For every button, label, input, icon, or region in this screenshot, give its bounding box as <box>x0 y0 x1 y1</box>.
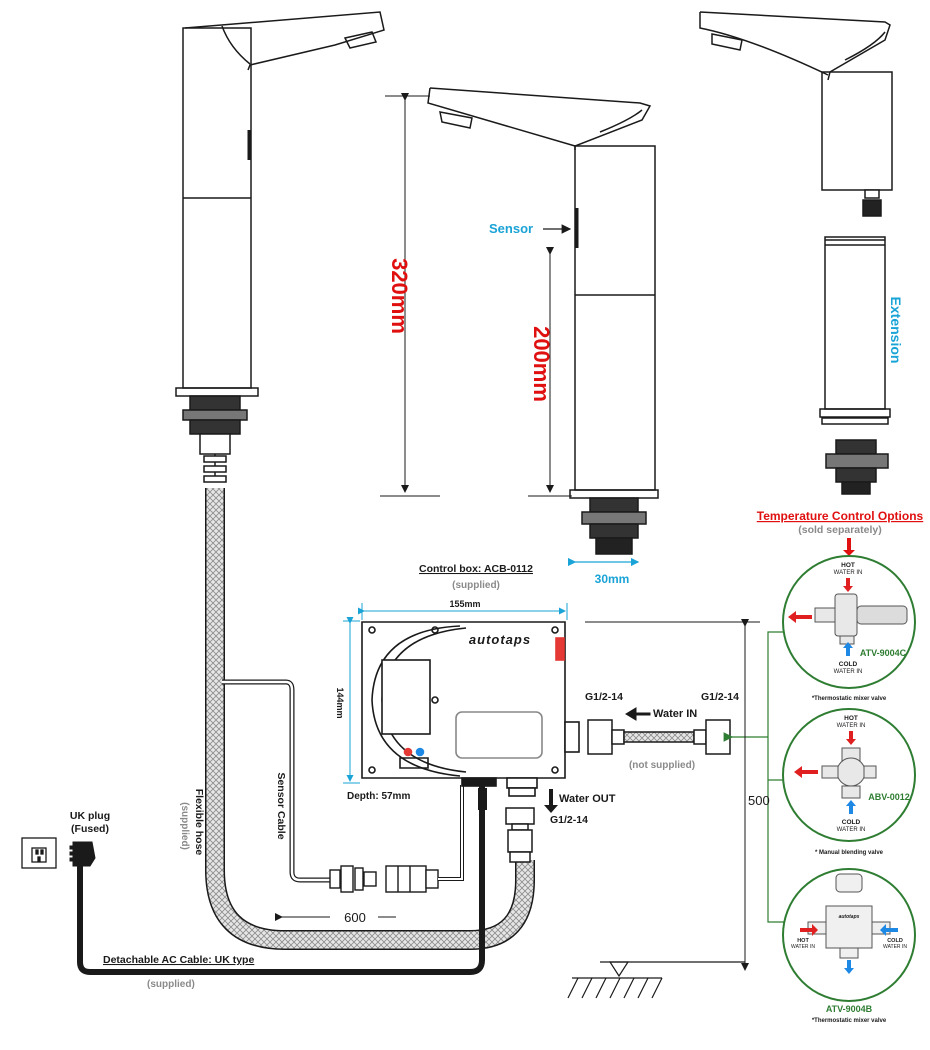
dim-500: 500 <box>585 619 770 971</box>
option-1-cold: COLD <box>839 661 858 668</box>
option-2-code: ABV-0012 <box>868 792 910 802</box>
temp-options-subtitle: (sold separately) <box>798 524 881 536</box>
water-in-label: Water IN <box>653 708 697 720</box>
g-left-label: G1/2-14 <box>585 691 623 703</box>
option-3-code: ATV-9004B <box>826 1004 873 1014</box>
dim-30-label: 30mm <box>595 572 630 586</box>
ac-cable-label: Detachable AC Cable: UK type <box>103 954 254 966</box>
option-1-caption: *Thermostatic mixer valve <box>812 696 887 702</box>
option-3-hot-sub: WATER IN <box>791 944 815 950</box>
inlet-hose <box>587 719 731 755</box>
tap-left-spout <box>184 11 385 71</box>
dim-155: 155mm <box>358 599 568 620</box>
ac-cable-supplied: (supplied) <box>147 979 195 990</box>
dim-155-label: 155mm <box>449 599 480 609</box>
dim-30: 30mm <box>567 557 640 586</box>
tap-left-body <box>182 27 252 389</box>
sensor-cable-label: Sensor Cable <box>275 772 287 839</box>
option-atv-9004b: autotaps HOT WATER IN COLD WATER IN <box>782 868 916 1002</box>
tap-middle-body <box>574 145 656 491</box>
brand-label: autotaps <box>469 632 531 647</box>
option-3-hot: HOT <box>797 938 809 944</box>
option-2-caption: * Manual blending valve <box>815 850 884 856</box>
not-supplied-label: (not supplied) <box>629 760 695 771</box>
extension-label: Extension <box>888 297 904 364</box>
sensor-label: Sensor <box>489 221 533 236</box>
control-box <box>361 621 580 797</box>
cable-connectors <box>329 865 439 893</box>
dim-500-label: 500 <box>748 793 770 808</box>
option-2-hot-sub: WATER IN <box>837 723 866 729</box>
option-3-cold-sub: WATER IN <box>883 944 907 950</box>
dim-320-label: 320mm <box>387 258 412 334</box>
option-3-brand: autotaps <box>839 914 860 920</box>
water-out-label: Water OUT <box>559 793 616 805</box>
option-3-caption: *Thermostatic mixer valve <box>812 1018 887 1024</box>
uk-socket <box>21 837 57 869</box>
floor-symbol <box>567 961 745 999</box>
control-box-supplied: (supplied) <box>452 580 500 591</box>
option-3-cold: COLD <box>887 938 903 944</box>
temp-options-title: Temperature Control Options <box>757 509 924 523</box>
tap-right-spout <box>699 11 891 81</box>
option-2-hot: HOT <box>844 715 858 722</box>
option-abv-0012: HOT WATER IN ABV-0012 COLD WATER IN <box>782 708 916 842</box>
option-1-code: ATV-9004C <box>860 648 907 658</box>
tap-middle-spout <box>429 87 652 150</box>
g-right-label: G1/2-14 <box>701 691 739 703</box>
option-1-cold-sub: WATER IN <box>834 669 863 675</box>
tap-right-exploded <box>699 11 893 495</box>
option-1-hot-sub: WATER IN <box>834 570 863 576</box>
tap-left-assembly <box>175 11 385 483</box>
flexible-hose-label: Flexible hose <box>193 789 205 856</box>
dim-144: 144mm <box>335 617 360 784</box>
g-out-label: G1/2-14 <box>550 814 588 826</box>
option-atv-9004c: HOT WATER IN ATV-9004C COLD WATER IN <box>782 555 916 689</box>
dim-200-label: 200mm <box>529 326 554 402</box>
option-1-hot: HOT <box>841 562 855 569</box>
uk-plug-label-1: UK plug <box>70 810 110 822</box>
dim-200: 200mm <box>528 247 572 497</box>
uk-plug-label-2: (Fused) <box>71 823 109 835</box>
extension-piece <box>824 236 886 410</box>
uk-plug <box>69 841 96 867</box>
dim-600-label: 600 <box>344 910 366 925</box>
flexible-hose-supplied: (supplied) <box>179 802 190 850</box>
control-box-title: Control box: ACB-0112 <box>419 563 533 575</box>
box-depth-label: Depth: 57mm <box>347 791 410 802</box>
dim-600: 600 <box>275 910 396 925</box>
dim-144-label: 144mm <box>335 687 345 718</box>
option-2-cold-sub: WATER IN <box>837 827 866 833</box>
water-out-fitting <box>505 807 535 863</box>
dim-320: 320mm <box>380 93 440 497</box>
tap-middle-assembly <box>427 87 659 555</box>
option-2-cold: COLD <box>842 819 861 826</box>
